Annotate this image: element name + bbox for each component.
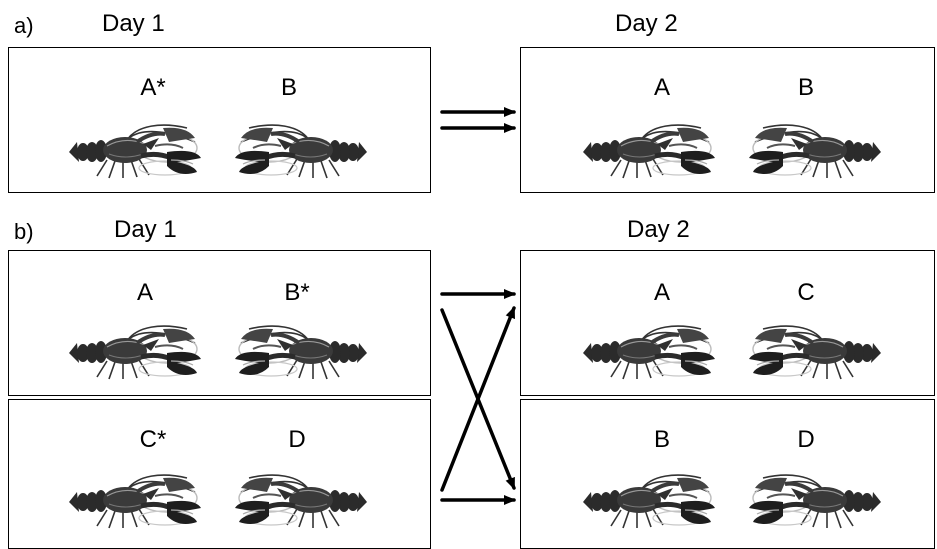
lobster-label-left: A bbox=[653, 279, 671, 306]
lobster-icon bbox=[747, 321, 883, 381]
panel-b-day1-tank-bottom: C* D bbox=[8, 399, 431, 549]
panel-a-day1-title: Day 1 bbox=[102, 10, 165, 37]
panel-b-day2-title: Day 2 bbox=[627, 216, 690, 243]
lobster-icon bbox=[67, 321, 203, 381]
lobster-icon bbox=[233, 470, 369, 530]
panel-b-day1-tank-top: A B* bbox=[8, 250, 431, 396]
lobster-icon bbox=[233, 120, 369, 180]
lobster-label-right: B* bbox=[284, 279, 310, 306]
panel-b-day2-tank-bottom: B D bbox=[520, 399, 935, 549]
lobster-icon bbox=[67, 470, 203, 530]
arrow-cross-down-icon bbox=[440, 308, 516, 490]
lobster-icon bbox=[581, 120, 717, 180]
lobster-icon bbox=[581, 321, 717, 381]
panel-b-label: b) bbox=[14, 219, 34, 244]
panel-b-day2-tank-top: A C bbox=[520, 250, 935, 396]
arrow-cross-up-icon bbox=[440, 306, 516, 492]
lobster-label-left: A bbox=[653, 74, 671, 101]
lobster-label-right: C bbox=[797, 279, 815, 306]
lobster-label-right: D bbox=[797, 426, 815, 453]
lobster-label-right: B bbox=[797, 74, 815, 101]
lobster-icon bbox=[581, 470, 717, 530]
panel-a-day2-tank: A B bbox=[520, 47, 935, 193]
panel-a-label: a) bbox=[14, 13, 34, 38]
lobster-icon bbox=[747, 120, 883, 180]
panel-b-day1-title: Day 1 bbox=[114, 216, 177, 243]
panel-a-day1-tank: A* B bbox=[8, 47, 431, 193]
lobster-label-right: D bbox=[288, 426, 306, 453]
lobster-label-left: C* bbox=[139, 426, 167, 453]
lobster-icon bbox=[67, 120, 203, 180]
lobster-label-right: B bbox=[280, 74, 298, 101]
lobster-icon bbox=[233, 321, 369, 381]
lobster-label-left: A bbox=[136, 279, 154, 306]
panel-a-day2-title: Day 2 bbox=[615, 10, 678, 37]
lobster-icon bbox=[747, 470, 883, 530]
lobster-label-left: B bbox=[653, 426, 671, 453]
lobster-label-left: A* bbox=[140, 74, 166, 101]
